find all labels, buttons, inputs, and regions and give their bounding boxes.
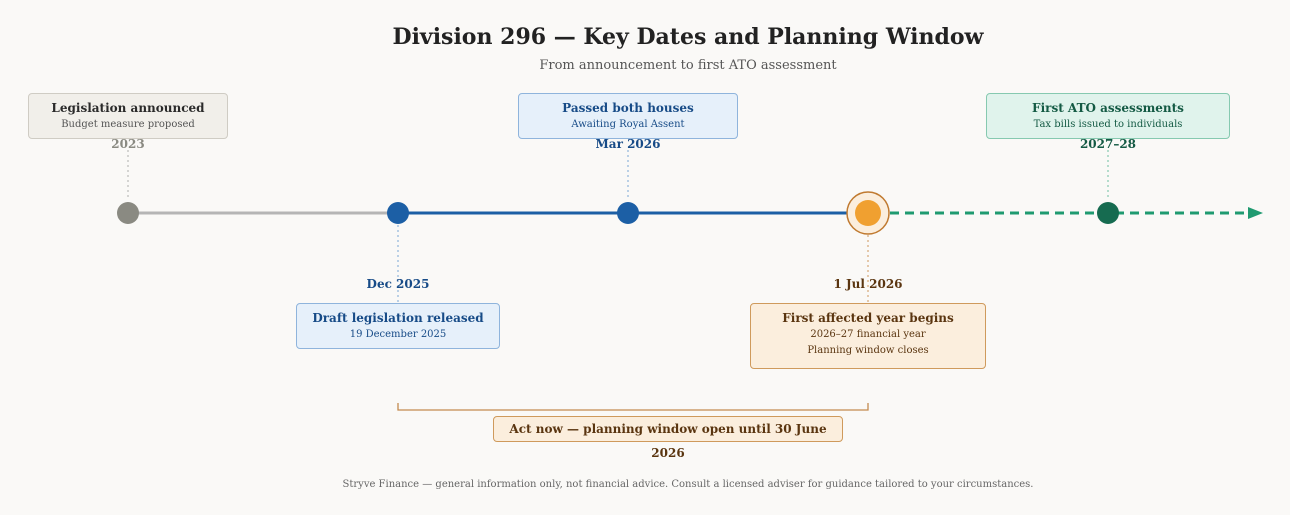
milestone-date-announced: 2023 (111, 137, 145, 151)
milestone-subtitle: Tax bills issued to individuals (1033, 119, 1183, 130)
milestone-card-announced: Legislation announced Budget measure pro… (28, 93, 228, 139)
milestone-subtitle: Awaiting Royal Assent (571, 119, 685, 130)
timeline-arrowhead (1248, 207, 1263, 219)
milestone-date-draft: Dec 2025 (366, 277, 430, 291)
milestone-title: First ATO assessments (1032, 101, 1184, 115)
milestone-title: First affected year begins (782, 311, 954, 325)
milestone-dot-passed (617, 202, 639, 224)
planning-window-bracket (397, 403, 869, 411)
milestone-subtitle: 2026–27 financial year (810, 329, 926, 340)
milestone-subtitle: 19 December 2025 (349, 329, 447, 340)
milestone-dot-assessments (1097, 202, 1119, 224)
milestone-title: Passed both houses (562, 101, 694, 115)
footer-disclaimer: Stryve Finance — general information onl… (342, 479, 1034, 490)
milestone-card-assessments: First ATO assessments Tax bills issued t… (986, 93, 1230, 139)
milestone-date-assessments: 2027–28 (1079, 137, 1137, 151)
planning-window-label: Act now — planning window open until 30 … (493, 416, 843, 460)
milestone-card-passed: Passed both houses Awaiting Royal Assent (518, 93, 738, 139)
milestone-date-first-year: 1 Jul 2026 (833, 277, 903, 291)
milestone-subtitle: Budget measure proposed (61, 119, 195, 130)
milestone-card-draft: Draft legislation released 19 December 2… (296, 303, 500, 349)
milestone-title: Legislation announced (51, 101, 205, 115)
milestone-dot-first-year (855, 200, 881, 226)
milestone-date-passed: Mar 2026 (595, 137, 661, 151)
milestone-dot-announced (117, 202, 139, 224)
page-title: Division 296 — Key Dates and Planning Wi… (392, 24, 984, 50)
milestone-card-first-year: First affected year begins 2026–27 finan… (750, 303, 986, 369)
page-subtitle: From announcement to first ATO assessmen… (539, 58, 837, 73)
milestone-subtitle-secondary: Planning window closes (807, 345, 929, 356)
milestone-title: Draft legislation released (312, 311, 484, 325)
milestone-dot-draft (387, 202, 409, 224)
